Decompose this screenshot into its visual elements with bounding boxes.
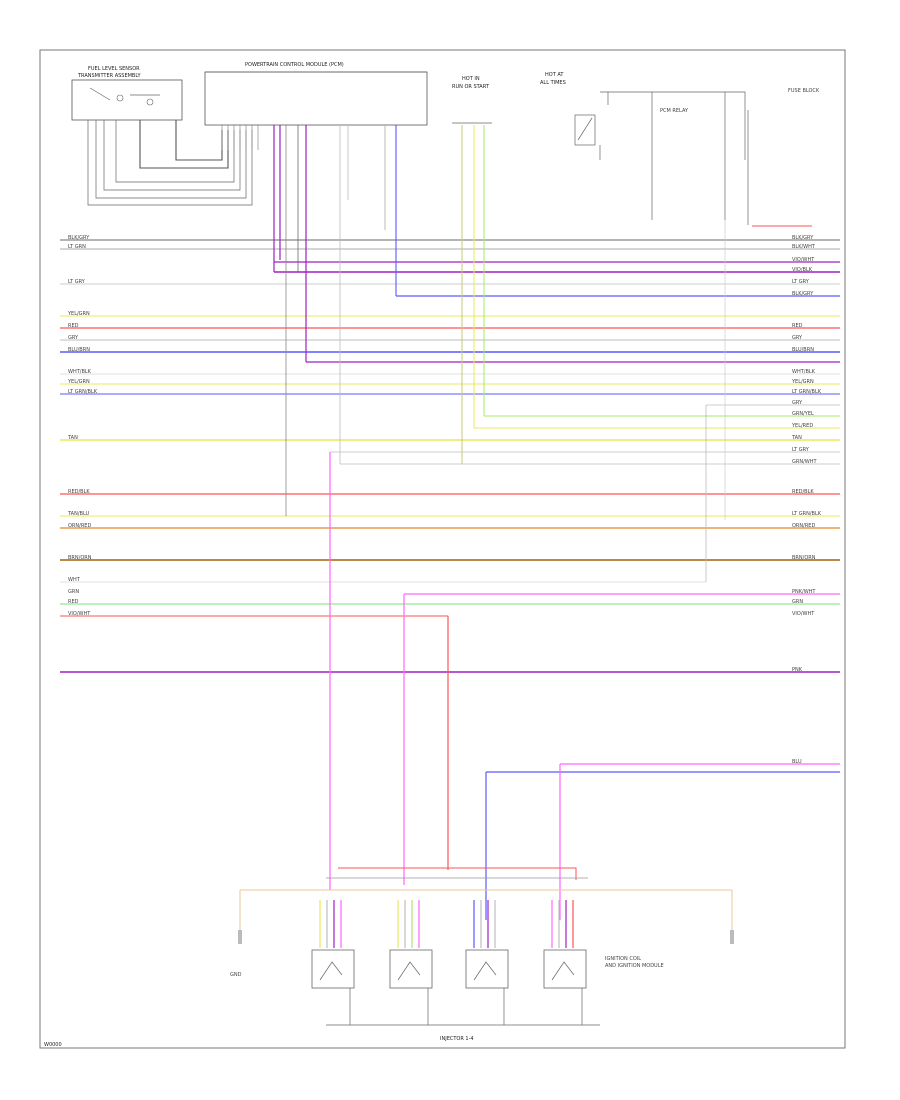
injector-coil-symbol [551, 961, 575, 981]
hot-at-all-times-b: ALL TIMES [540, 80, 566, 86]
pcm-module: POWERTRAIN CONTROL MODULE (PCM) [204, 62, 428, 126]
wire-labels: BLK/GRY BLK/GRY LT GRN BLK/WHT VIO/WHT VIO/BL… [67, 235, 822, 765]
wire-label-left: WHT/BLK [68, 369, 92, 375]
wire-label-right: BLU/BRN [792, 347, 814, 353]
wire-label-right: GRY [792, 400, 803, 406]
injector-body [465, 949, 509, 989]
right-fuse-label: FUSE BLOCK [788, 88, 820, 94]
wire-label-right: LT GRY [792, 279, 810, 285]
wire-label-right: YEL/GRN [791, 379, 814, 385]
wire-label-left: BRN/ORN [68, 555, 92, 561]
wire-label-right: TAN [791, 435, 802, 441]
injector-coil-symbol [319, 961, 343, 981]
injector-coil-symbol [473, 961, 497, 981]
injector-body [543, 949, 587, 989]
wire-label-left: RED/BLK [68, 489, 90, 495]
connector-stub [238, 930, 242, 944]
wire-label-left: TAN [67, 435, 78, 441]
fuel-level-sensor-label-b: TRANSMITTER ASSEMBLY [77, 73, 141, 79]
wire-label-left: YEL/GRN [67, 379, 90, 385]
wire-label-left: TAN/BLU [67, 511, 89, 517]
wire-label-right: LT GRY [792, 447, 810, 453]
wire-label-right: BLU [792, 759, 802, 765]
wire-label-right: VIO/WHT [792, 611, 815, 617]
wire-label-left: LT GRN [68, 244, 86, 250]
wire-label-right: LT GRN/BLK [792, 511, 822, 517]
wire-label-right: GRN/WHT [792, 459, 817, 465]
wire-label-right: GRY [792, 335, 803, 341]
bottom-harness [239, 867, 733, 930]
wire-label-left: LT GRY [68, 279, 86, 285]
hot-in-run-label: HOT IN RUN OR START [452, 76, 492, 124]
wire-label-right: VIO/WHT [792, 257, 815, 263]
wire-label-left: WHT [68, 577, 81, 583]
fuel-level-sensor-label-a: FUEL LEVEL SENSOR [88, 66, 140, 72]
injector-body [389, 949, 433, 989]
left-ground-label: GND [230, 972, 242, 978]
pcm-relay: PCM RELAY [574, 91, 746, 220]
wire-runs [60, 239, 840, 773]
wire-label-right: GRN [792, 599, 803, 605]
wire-label-left: RED [68, 599, 79, 605]
wire-label-left: RED [68, 323, 79, 329]
wire-label-right: GRN/YEL [792, 411, 814, 417]
pcm-title: POWERTRAIN CONTROL MODULE (PCM) [245, 62, 344, 68]
diagram-frame [39, 49, 846, 1049]
right-fuse-block: FUSE BLOCK [747, 88, 820, 227]
wire-label-right: ORN/RED [792, 523, 815, 529]
wire-label-right: BLK/GRY [792, 291, 814, 297]
footer-code: W0000 [44, 1042, 62, 1048]
right-coil-label-b: AND IGNITION MODULE [605, 963, 664, 969]
wire-label-left: GRY [68, 335, 79, 341]
pcm-pins [221, 125, 259, 150]
injector-body [311, 949, 355, 989]
wire-label-left: YEL/GRN [67, 311, 90, 317]
wire-label-left: VIO/WHT [68, 611, 91, 617]
wire-label-left: GRN [68, 589, 79, 595]
wire-label-right: PNK [792, 667, 803, 673]
wire-label-right: RED [792, 323, 803, 329]
wire-label-right: YEL/RED [791, 423, 813, 429]
wire-label-left: BLK/GRY [68, 235, 90, 241]
hot-at-all-times-label: HOT AT ALL TIMES [540, 72, 566, 86]
wire-label-right: BLK/GRY [792, 235, 814, 241]
connector-stub [730, 930, 734, 944]
wire-label-right: PNK/WHT [792, 589, 816, 595]
hot-at-all-times-a: HOT AT [545, 72, 564, 78]
wire-label-left: ORN/RED [68, 523, 91, 529]
injector-coil-symbol [397, 961, 421, 981]
fuel-level-sensor: FUEL LEVEL SENSOR TRANSMITTER ASSEMBLY [71, 66, 253, 206]
wire-label-right: VIO/BLK [792, 267, 813, 273]
hot-in-run-b: RUN OR START [452, 84, 490, 90]
vertical-risers [273, 125, 726, 920]
wire-label-left: LT GRN/BLK [68, 389, 98, 395]
pcm-relay-label: PCM RELAY [660, 108, 689, 114]
injectors [238, 900, 734, 1025]
injector-group-label: INJECTOR 1-4 [440, 1036, 474, 1042]
wire-label-right: LT GRN/BLK [792, 389, 822, 395]
wire-label-right: RED/BLK [792, 489, 814, 495]
hot-in-run-a: HOT IN [462, 76, 480, 82]
wire-label-right: WHT/BLK [792, 369, 816, 375]
wire-label-left: BLU/BRN [68, 347, 90, 353]
wire-label-right: BRN/ORN [792, 555, 816, 561]
right-coil-label-a: IGNITION COIL [605, 956, 641, 962]
wire-label-right: BLK/WHT [792, 244, 816, 250]
